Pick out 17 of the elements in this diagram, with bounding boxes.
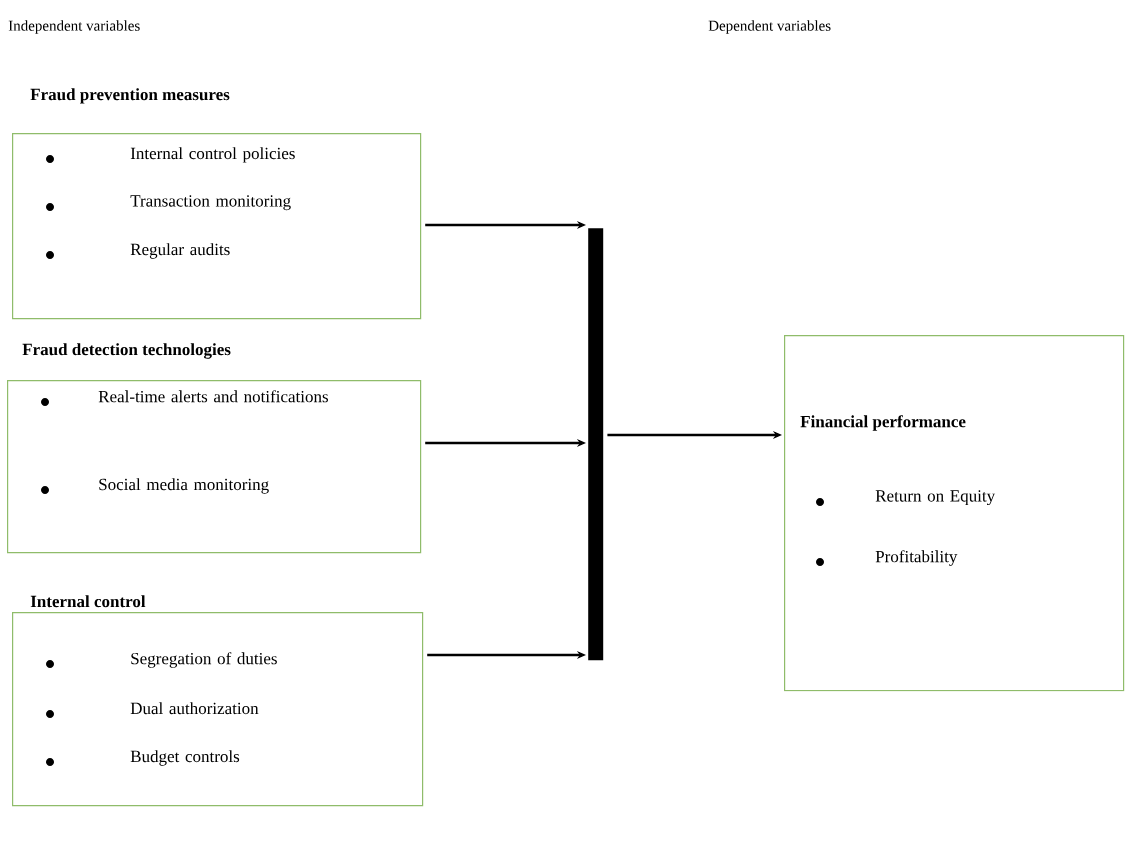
- heading: Internal control: [30, 595, 146, 608]
- bullet-item: Profitability: [875, 550, 958, 566]
- bullet-item: Dual authorization: [130, 702, 259, 715]
- heading: Financial performance: [800, 415, 966, 431]
- column-label: Independent variables: [8, 20, 140, 34]
- bullet-item: Regular audits: [130, 243, 230, 259]
- bullet-item: Social media monitoring: [99, 478, 269, 494]
- heading: Fraud prevention measures: [30, 88, 230, 104]
- bullet-item: Internal control policies: [130, 147, 295, 163]
- bullet-item: Budget controls: [130, 750, 240, 766]
- bullet-item: Real-time alerts and notifications: [98, 390, 328, 403]
- junction-bar: [588, 228, 604, 661]
- bullet-item: Segregation of duties: [131, 652, 277, 668]
- heading: Fraud detection technologies: [22, 343, 231, 359]
- column-label: Dependent variables: [708, 20, 831, 34]
- bullet-item: Transaction monitoring: [130, 195, 291, 211]
- bullet-item: Return on Equity: [875, 490, 996, 506]
